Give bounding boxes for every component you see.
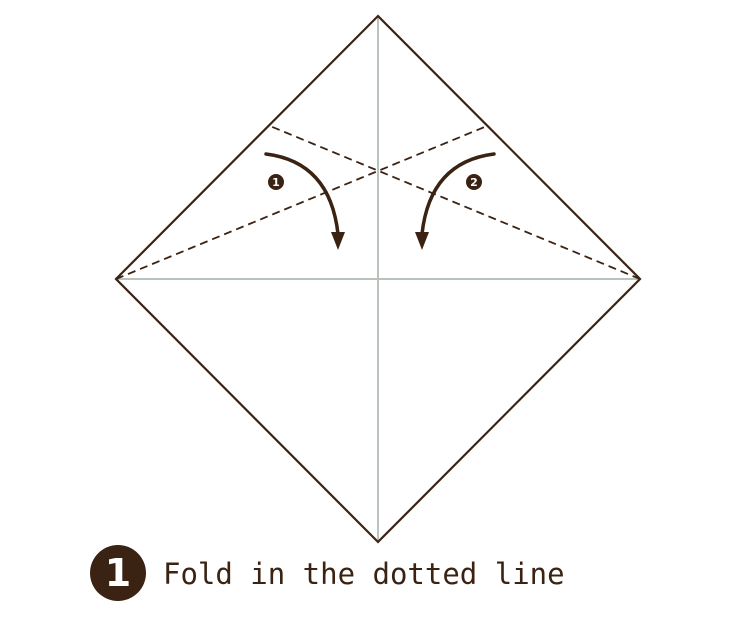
fold-marker-2-circle — [466, 174, 482, 190]
fold-marker-1: 1 — [268, 174, 284, 190]
fold-marker-1-label: 1 — [272, 176, 280, 189]
fold-line-left — [115, 125, 488, 280]
fold-arrow-1-head — [331, 232, 345, 250]
fold-arrow-2 — [420, 152, 496, 236]
step-number-badge: 1 — [90, 545, 146, 601]
fold-marker-1-circle — [268, 174, 284, 190]
fold-arrow-1 — [264, 152, 340, 236]
fold-arrow-2-head — [415, 232, 429, 250]
fold-marker-2-label: 2 — [470, 176, 478, 189]
paper-outline — [114, 14, 642, 544]
step-instruction: Fold in the dotted line — [163, 557, 565, 591]
fold-line-right — [269, 125, 641, 280]
fold-marker-2: 2 — [466, 174, 482, 190]
